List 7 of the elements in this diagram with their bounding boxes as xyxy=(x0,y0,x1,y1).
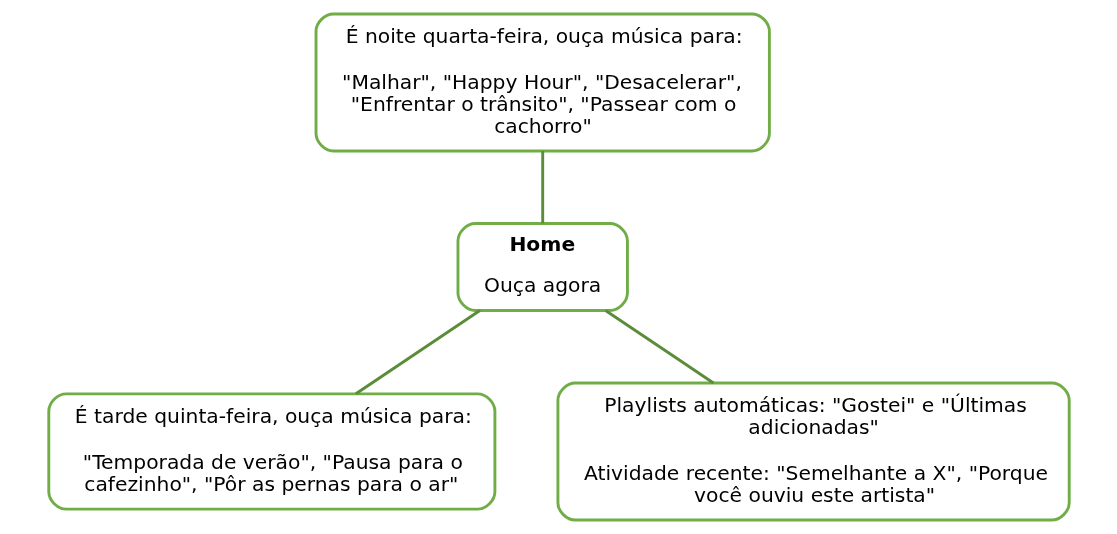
node-box: É noite quarta-feira, ouça música para: "Malhar", "Happy Hour", "Desacelerar", "Enfrentar o trânsito", "Passear com o cachorro" xyxy=(314,12,771,153)
node-box: É tarde quinta-feira, ouça música para: "Temporada de verão", "Pausa para o cafezinho", "Pôr as pernas para o ar" xyxy=(46,392,496,511)
connector xyxy=(354,309,481,395)
node-box: Playlists automáticas: "Gostei" e "Últimas adicionadas" Atividade recente: "Semelhante a X", "Porque você ouviu este artista" xyxy=(555,381,1071,522)
connector xyxy=(604,309,714,385)
connector xyxy=(540,151,544,224)
node-box: Home Ouça agora xyxy=(456,222,629,312)
